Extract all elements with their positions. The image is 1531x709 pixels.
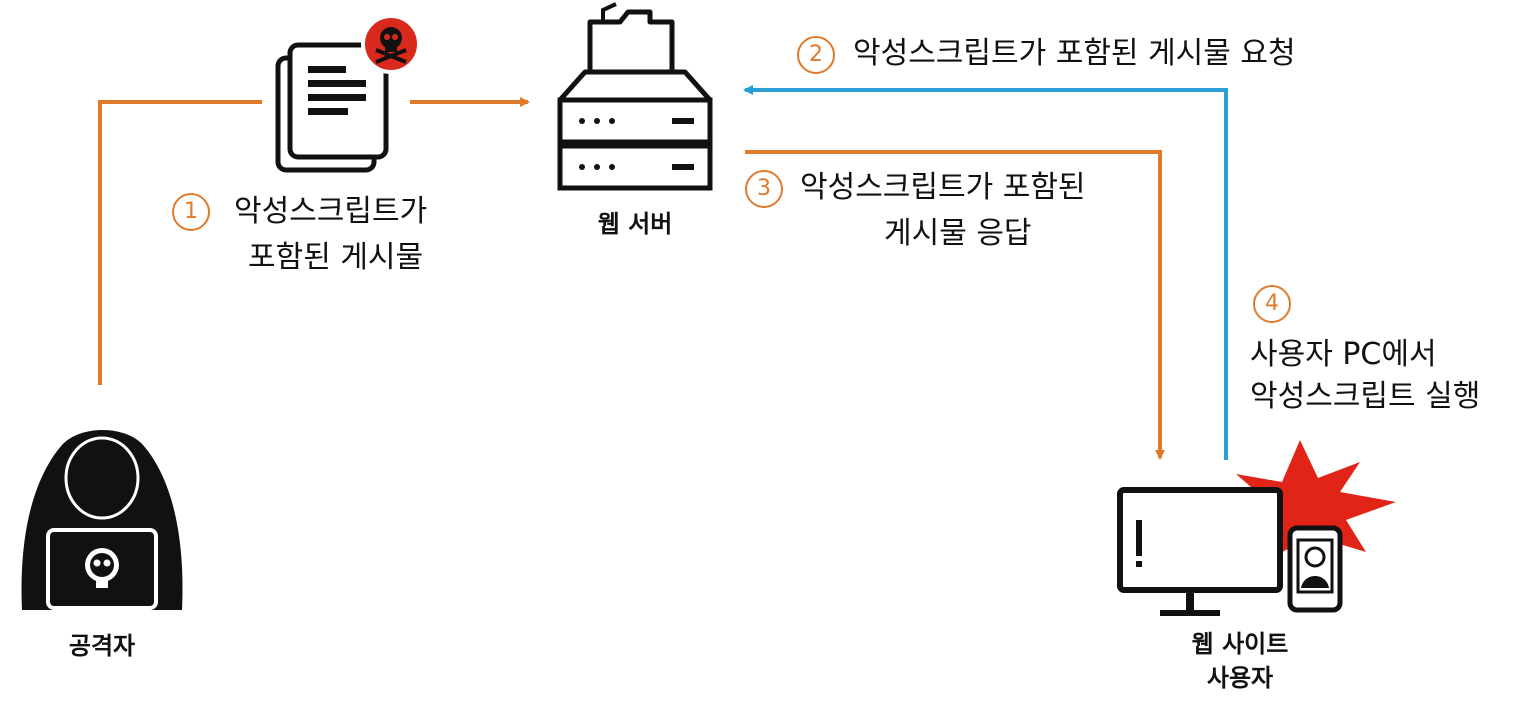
step-2-label: 악성스크립트가 포함된 게시물 요청 xyxy=(853,36,1296,71)
step-1-label-line2: 포함된 게시물 xyxy=(248,240,424,275)
web-server-icon xyxy=(557,2,713,191)
step-3-label-line2: 게시물 응답 xyxy=(884,216,1032,251)
web-user-label-line1: 웹 사이트 xyxy=(1191,630,1289,658)
arrow-server-to-user xyxy=(745,150,1165,460)
arrow-user-to-server xyxy=(743,85,1228,460)
step-number-1: 1 xyxy=(172,193,210,231)
step-4-label-line1: 사용자 PC에서 xyxy=(1250,337,1437,372)
hacker-icon xyxy=(21,430,183,610)
web-user-label-line2: 사용자 xyxy=(1206,664,1274,692)
step-1-label-line1: 악성스크립트가 xyxy=(234,194,428,229)
step-number-3: 3 xyxy=(745,170,783,208)
monitor-icon xyxy=(1117,487,1283,616)
arrow-attacker-to-document xyxy=(98,100,262,385)
step-number-4: 4 xyxy=(1253,285,1291,323)
step-3-label-line1: 악성스크립트가 포함된 xyxy=(800,170,1086,205)
phone-icon xyxy=(1287,525,1343,613)
web-server-label: 웹 서버 xyxy=(597,210,673,238)
step-number-2: 2 xyxy=(797,36,835,74)
step-4-label-line2: 악성스크립트 실행 xyxy=(1250,379,1481,414)
skull-badge-icon xyxy=(361,14,421,74)
attacker-label: 공격자 xyxy=(68,632,136,660)
document-icon xyxy=(275,42,389,173)
